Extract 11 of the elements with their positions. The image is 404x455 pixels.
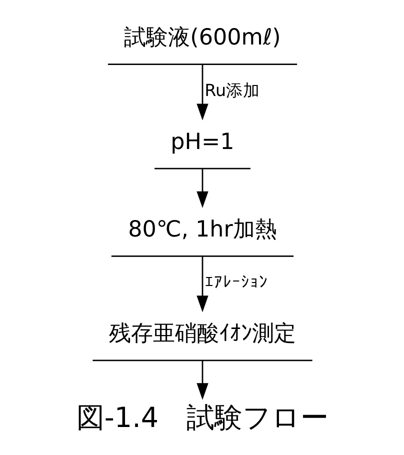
arrow: [196, 169, 208, 208]
node-text: 80℃, 1hr加熱: [128, 216, 276, 242]
arrow: [196, 360, 208, 400]
node-text: 試験液(600mℓ): [124, 24, 280, 51]
arrow: [196, 64, 208, 120]
node-text: 残存亜硝酸ｲｵﾝ測定: [108, 320, 296, 347]
edge-label: Ru添加: [204, 80, 260, 100]
node-text: pH=1: [170, 128, 234, 155]
edge-label: ｴｱﾚｰｼｮﾝ: [204, 272, 268, 292]
arrow: [196, 256, 208, 312]
caption: 図-1.4 試験フロー: [76, 400, 328, 434]
